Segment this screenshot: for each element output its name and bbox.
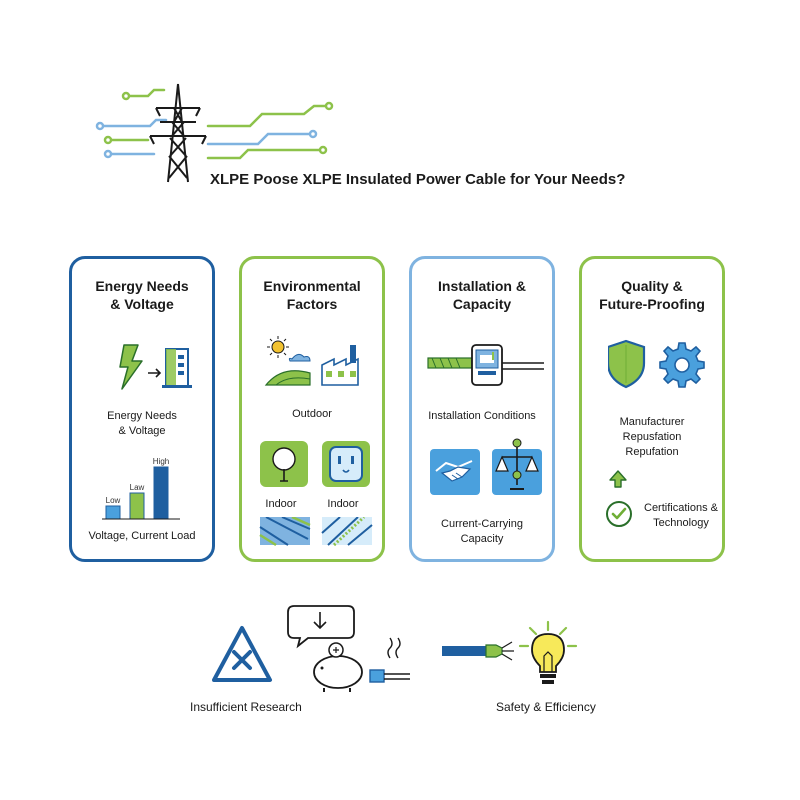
speech-bubble-icon [287,605,355,649]
building-icon [162,348,192,388]
lightbulb-icon [518,620,578,684]
energy-icons [119,344,192,390]
insufficient-research-label: Insufficient Research [190,700,302,714]
cable-cross-section-icon [259,517,311,547]
bar-label: High [153,457,169,466]
bar-label: Low [106,496,121,505]
certifications-technology-label: Certifications & Technology [644,502,718,529]
cable-connector-icon [442,641,514,661]
safety-efficiency-icons [442,620,578,684]
balance-scale-icon [492,438,542,495]
outdoor-icons [264,336,359,386]
card-title: Environmental Factors [263,278,361,312]
warning-triangle-icon [212,626,272,682]
card-energy-needs: Energy Needs & Voltage Energy Needs & Vo… [69,256,215,562]
up-arrow-icon [609,470,627,488]
page-title: XLPE Poose XLPE Insulated Power Cable fo… [210,171,626,188]
chart-caption: Voltage, Current Load [88,530,196,542]
handshake-icon [430,449,480,495]
cable-meter-icon [427,344,544,386]
card-title: Installation & Capacity [438,278,526,312]
shield-icon [608,339,646,389]
bar-high [153,466,169,520]
checkmark-circle-icon [606,501,632,527]
arrow-right-icon [148,368,162,378]
lightning-bolt-icon [119,344,143,390]
power-outlet-icon [322,441,370,487]
piggy-bank-icon [313,642,363,692]
indoor-icons [260,441,370,487]
bar-law [129,492,145,520]
transmission-tower-circuit-icon [95,83,334,183]
card-title: Quality & Future-Proofing [599,278,705,312]
card-environmental-factors: Environmental Factors Outdoor [239,256,385,562]
cable-cross-section-icon [321,517,373,547]
sun-landscape-icon [264,336,311,386]
bar-low [105,505,121,520]
capacity-icons [430,438,542,495]
current-carrying-capacity-label: Current-Carrying Capacity [441,518,523,545]
quality-icons [608,339,705,389]
insufficient-research-icons [212,605,410,692]
card-title: Energy Needs & Voltage [95,278,189,312]
hot-plug-icon [369,637,410,683]
installation-conditions-label: Installation Conditions [428,410,536,422]
voltage-bar-chart: Low Law High [102,457,180,520]
gear-icon [659,342,705,388]
card-quality-future-proofing: Quality & Future-Proofing Manufacturer R… [579,256,725,562]
outdoor-label: Outdoor [292,408,332,420]
cable-section-icons [259,517,373,547]
tree-icon [260,441,308,487]
indoor-label-2: Indoor [327,498,359,510]
indoor-label-1: Indoor [265,498,297,510]
safety-efficiency-label: Safety & Efficiency [496,700,596,714]
factory-icon [321,345,359,386]
manufacturer-reputation-label: Manufacturer Repusfation Repufation [619,416,685,458]
card-installation-capacity: Installation & Capacity Installation Con… [409,256,555,562]
energy-caption: Energy Needs & Voltage [107,410,177,437]
bar-label: Law [130,483,145,492]
